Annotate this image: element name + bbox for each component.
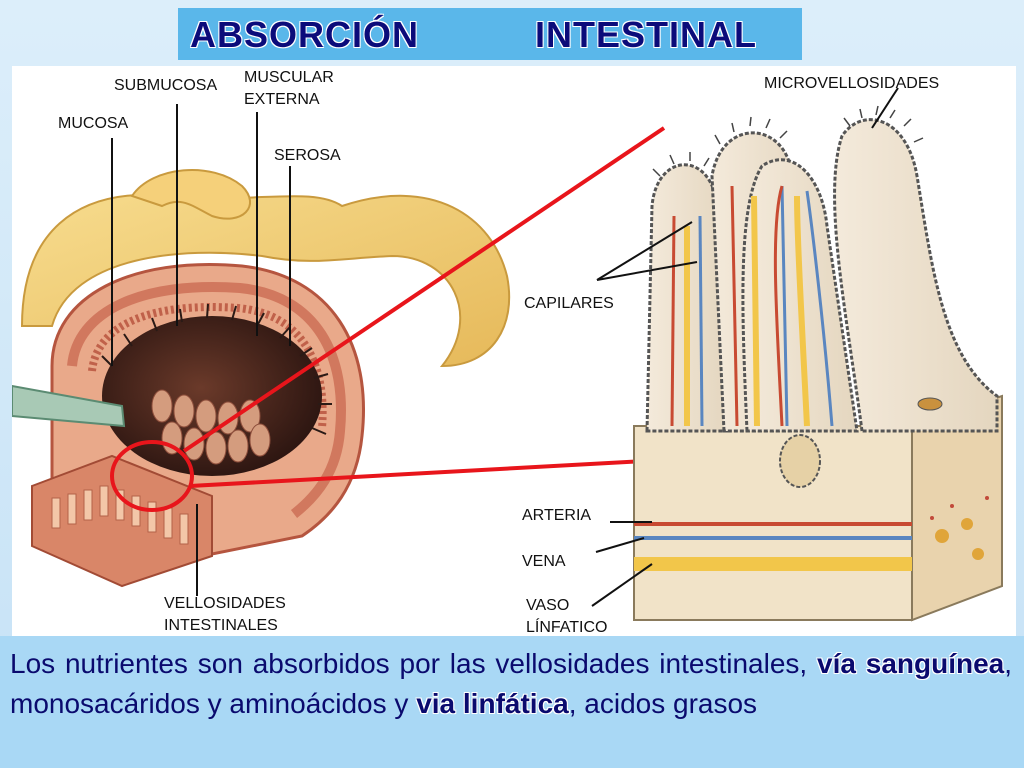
label-vena: VENA [522,553,566,570]
label-muscular: MUSCULAR [244,69,334,86]
label-mucosa: MUCOSA [58,115,129,132]
caption-part-1: Los nutrientes son absorbidos por las ve… [10,648,817,679]
caption-text: Los nutrientes son absorbidos por las ve… [10,644,1012,724]
caption-bold-via-sanguinea: vía sanguínea [817,648,1005,679]
label-vellosidades: VELLOSIDADES [164,595,286,612]
diagram-figure: MUCOSA SUBMUCOSA MUSCULAR EXTERNA SEROSA… [11,66,1016,636]
label-capilares: CAPILARES [524,295,614,312]
caption-banner [0,636,1024,768]
left-leader-lines [111,104,291,596]
caption-part-3: , acidos grasos [568,688,758,719]
label-arteria: ARTERIA [522,507,591,524]
mucosa-spikes [101,303,332,435]
side-dots [930,496,989,520]
label-linfatico: LÍNFATICO [526,617,608,636]
zoom-line-top [182,126,666,453]
title-banner [178,8,802,60]
side-glands [935,518,984,560]
label-intestinales: INTESTINALES [164,617,278,634]
villi-detail: MICROVELLOSIDADES CAPILARES ARTERIA VENA… [522,75,1003,636]
villi-vessels [670,185,834,427]
microvilli-fringe [652,105,924,177]
crypt [779,434,821,488]
zoom-line-bottom [189,458,665,488]
right-leader-lines [591,87,899,607]
highlight-circle [110,440,194,512]
label-microvellosidades: MICROVELLOSIDADES [764,75,939,92]
caption-part-2: , monosacáridos y aminoácidos y [10,648,1013,719]
goblet-cell [917,397,943,411]
serosa-layer [67,282,346,518]
villus-4 [833,118,999,433]
muscular-layer [88,303,327,429]
intestine-diagram: MUCOSA SUBMUCOSA MUSCULAR EXTERNA SEROSA… [11,69,1003,636]
cut-wall-block [31,454,213,588]
gut-tube-upper [130,169,252,220]
cut-wall-villi [51,485,189,545]
label-externa: EXTERNA [244,91,320,108]
label-serosa: SEROSA [274,147,341,164]
label-vaso: VASO [526,597,569,614]
mesentery [11,384,126,428]
caption-bold-via-linfatica: via linfática [416,688,569,719]
intestine-section: MUCOSA SUBMUCOSA MUSCULAR EXTERNA SEROSA… [11,69,511,634]
page-title: ABSORCIÓN INTESTINAL [190,14,758,55]
label-submucosa: SUBMUCOSA [114,77,217,94]
